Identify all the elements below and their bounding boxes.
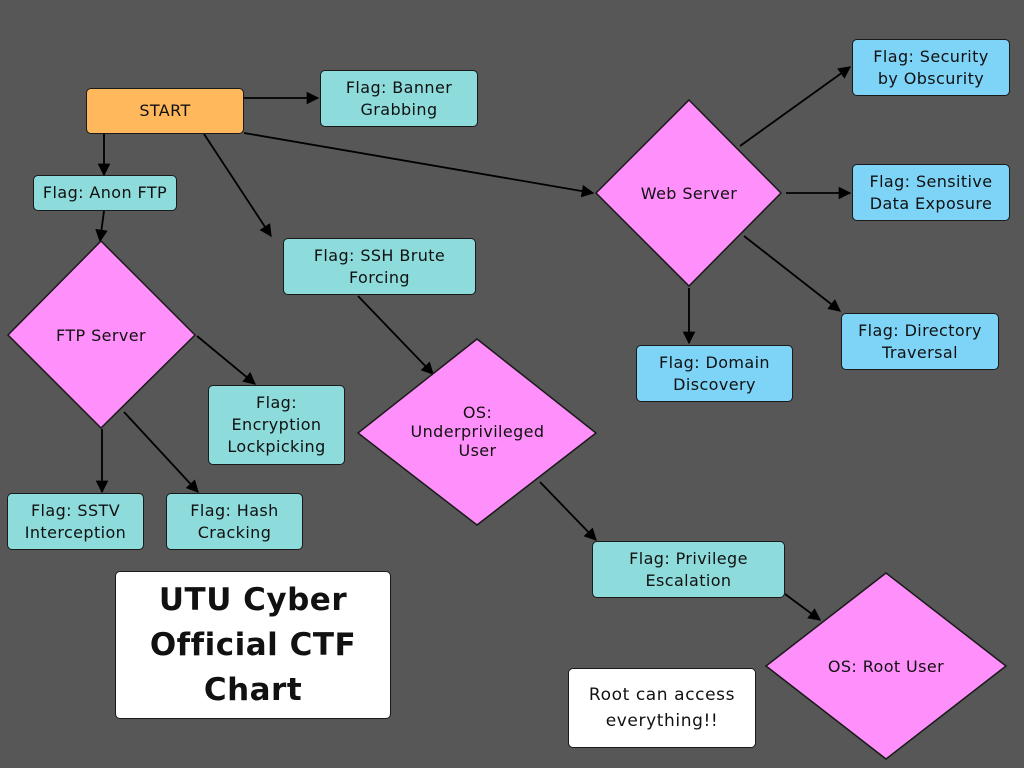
root-note: Root can access everything!! [568,668,756,748]
edge-anonftp-ftpserver [95,210,108,243]
chart-title: UTU Cyber Official CTF Chart [115,571,391,719]
flag-privilege-escalation[interactable]: Flag: Privilege Escalation [592,541,785,598]
flag-sstv-interception[interactable]: Flag: SSTV Interception [7,493,144,550]
os-root-diamond [764,572,1008,760]
os-underprivileged-diamond [356,338,598,526]
edge-os-privesc [539,481,597,541]
edge-web-security [739,66,852,147]
edge-start-webserver [243,132,595,198]
flag-banner-grabbing[interactable]: Flag: Banner Grabbing [320,70,478,127]
flag-encryption-lockpicking[interactable]: Flag: Encryption Lockpicking [208,385,345,465]
edge-ssh-os [357,295,434,375]
os-root-label: OS: Root User [827,656,945,676]
os-underprivileged-label: OS: Underprivileged User [410,402,545,460]
flag-directory-traversal[interactable]: Flag: Directory Traversal [841,313,999,370]
flag-domain-discovery[interactable]: Flag: Domain Discovery [636,345,793,402]
edge-privesc-root [784,593,822,621]
start-node[interactable]: START [86,88,244,134]
flag-sensitive-data-exposure[interactable]: Flag: Sensitive Data Exposure [852,164,1010,221]
web-server-label: Web Server [640,183,738,203]
edge-ftp-hash [123,411,199,493]
edge-start-ssh [203,133,272,238]
flag-hash-cracking[interactable]: Flag: Hash Cracking [166,493,303,550]
flag-security-by-obscurity[interactable]: Flag: Security by Obscurity [852,39,1010,96]
ftp-server-diamond [6,239,197,430]
web-server-diamond [594,98,783,288]
edge-web-directory [743,235,841,312]
flag-ssh-brute-forcing[interactable]: Flag: SSH Brute Forcing [283,238,476,295]
ftp-server-label: FTP Server [56,325,146,345]
edge-ftp-encryption [196,335,256,385]
flag-anon-ftp[interactable]: Flag: Anon FTP [33,175,177,211]
